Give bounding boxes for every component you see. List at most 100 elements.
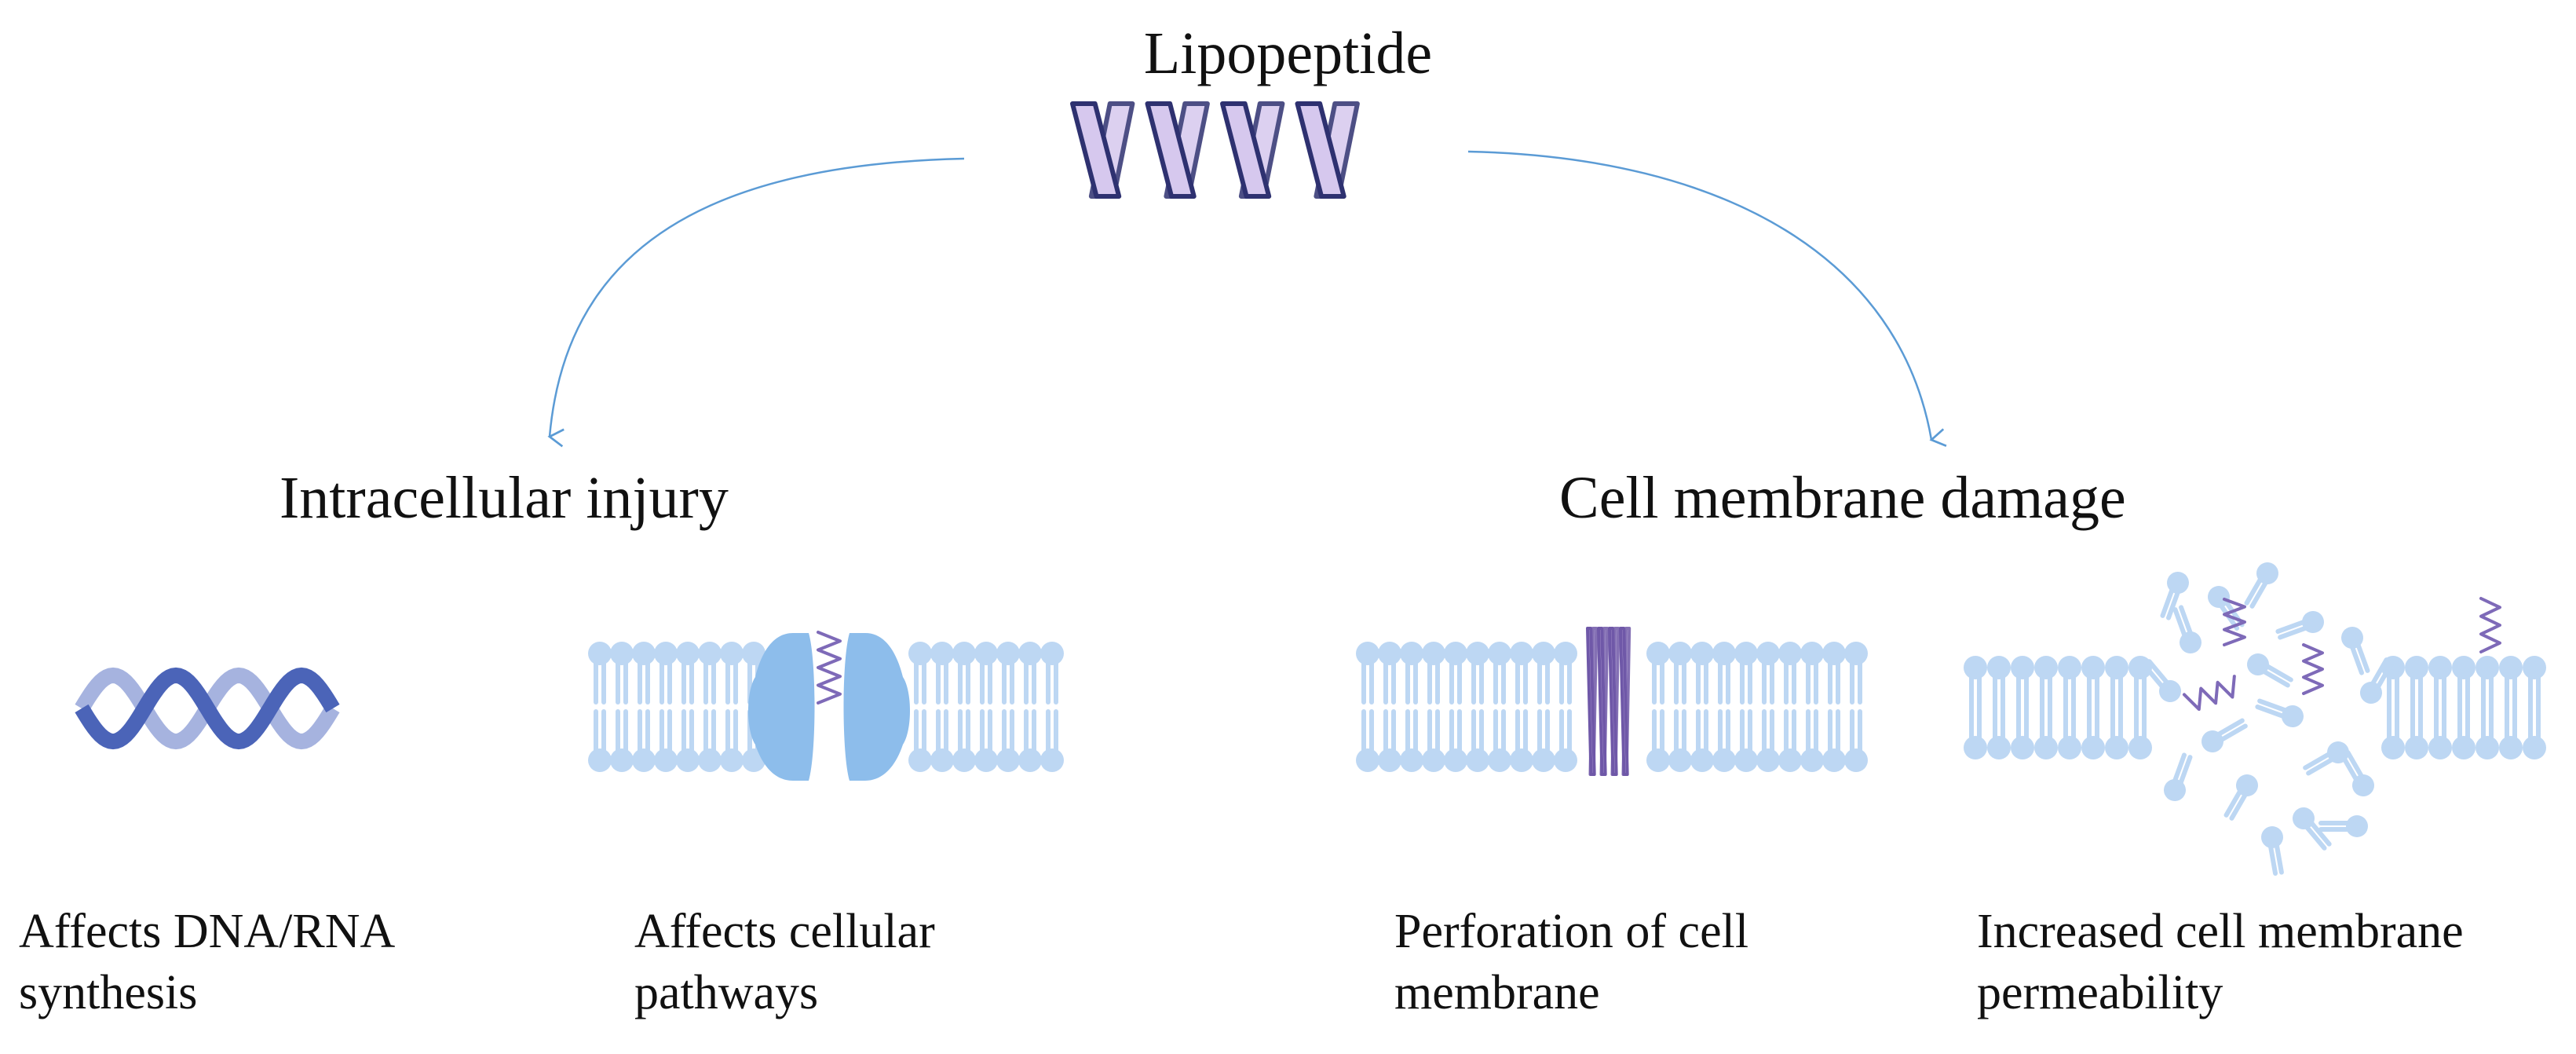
lipid-head (2128, 656, 2152, 679)
lipid-head (1844, 642, 1868, 665)
lipid-head (2236, 774, 2258, 796)
lipid-head (1018, 748, 1042, 772)
helix-front-strip (1070, 101, 1122, 199)
lipid-head (1778, 642, 1802, 665)
lipid-head (654, 642, 678, 665)
peptide-coil (2479, 597, 2501, 653)
lipid-head (2128, 736, 2152, 759)
lipid-head (1510, 642, 1533, 665)
peptide-coil (2223, 598, 2246, 646)
page-title: Lipopeptide (1143, 20, 1433, 86)
lipid-head (1554, 642, 1577, 665)
lipid-head (698, 642, 722, 665)
lipid-head (2346, 815, 2368, 837)
lipid-head (2058, 656, 2081, 679)
membrane-channel-icon (588, 631, 1064, 781)
lipid-head (676, 748, 700, 772)
lipid-head (676, 642, 700, 665)
lipid-head (2476, 736, 2499, 759)
arrow-to-intracellular (547, 157, 965, 448)
channel-protein-right (843, 633, 910, 781)
lipid-head (996, 748, 1020, 772)
loose-lipid (2341, 627, 2370, 675)
lipid-head (1800, 748, 1824, 772)
dna-double-helix-icon (75, 667, 340, 750)
lipid-head (2256, 562, 2278, 584)
dna-strand-dark (75, 667, 340, 750)
loose-lipid (2261, 826, 2284, 876)
lipid-head (1646, 642, 1670, 665)
helix-front-strip (1586, 627, 1596, 776)
lipid-head (1987, 656, 2011, 679)
lipid-head (1690, 748, 1714, 772)
lipid-head (1466, 748, 1489, 772)
lipid-head (974, 748, 998, 772)
lipid-head (2523, 656, 2546, 679)
lipid-head (2247, 653, 2269, 675)
lipid-head (1040, 642, 1064, 665)
lipid-head (2180, 631, 2201, 653)
lipid-head (1822, 642, 1846, 665)
peptide-coil-group (2182, 675, 2236, 712)
lipid-head (1532, 748, 1555, 772)
lipid-head (2167, 572, 2189, 594)
caption-line: pathways (634, 965, 819, 1019)
loose-lipid (2340, 750, 2374, 796)
lipid-head (2405, 736, 2428, 759)
loose-lipid (2142, 659, 2181, 702)
branch-heading-membrane: Cell membrane damage (1559, 465, 2126, 531)
lipid-head (2034, 656, 2058, 679)
lipid-head (1510, 748, 1533, 772)
lipid-head (1844, 748, 1868, 772)
lipid-head (1778, 748, 1802, 772)
helix-front-strip (1220, 101, 1272, 199)
lipid-head (908, 748, 932, 772)
lipid-head (1822, 748, 1846, 772)
lipid-head (720, 748, 744, 772)
lipid-head (2034, 736, 2058, 759)
caption-line: Affects cellular (634, 905, 935, 958)
lipid-head (2428, 656, 2452, 679)
lipid-head (2261, 826, 2283, 848)
arrow-to-membrane (1467, 150, 1947, 447)
lipid-head (1800, 642, 1824, 665)
lipid-head (632, 748, 656, 772)
lipid-head (588, 642, 612, 665)
lipid-head (1488, 748, 1511, 772)
lipid-head (2208, 586, 2230, 608)
lipid-head (2452, 736, 2476, 759)
lipid-head (1734, 748, 1758, 772)
channel-protein-left (748, 633, 815, 781)
lipid-head (2428, 736, 2452, 759)
lipid-head (930, 642, 954, 665)
peptide-coil (2302, 643, 2324, 695)
caption-line: membrane (1394, 965, 1600, 1019)
loose-lipid (2164, 752, 2193, 801)
loose-lipid (2172, 605, 2201, 653)
lipid-head (610, 642, 634, 665)
lipid-head (1444, 748, 1467, 772)
lipid-head (2011, 656, 2034, 679)
lipid-head (1378, 748, 1401, 772)
lipid-head (1356, 642, 1379, 665)
lipid-head (930, 748, 954, 772)
caption-dna-rna: Affects DNA/RNA synthesis (19, 902, 395, 1023)
helix-front-strip (1597, 627, 1607, 776)
lipid-head (2201, 730, 2223, 752)
lipid-head (1018, 642, 1042, 665)
membrane-pore-icon (1356, 627, 1868, 776)
lipid-head (2341, 627, 2363, 649)
lipid-head (1987, 736, 2011, 759)
lipid-head (1668, 642, 1692, 665)
loose-lipid (2244, 562, 2278, 609)
helix-front-strip (1608, 627, 1618, 776)
lipid-head (2293, 807, 2315, 829)
caption-line: Perforation of cell (1394, 905, 1749, 958)
lipid-head (2523, 736, 2546, 759)
lipid-head (1964, 736, 1987, 759)
lipid-head (2499, 736, 2523, 759)
loose-lipid (2360, 657, 2395, 704)
lipid-head (996, 642, 1020, 665)
